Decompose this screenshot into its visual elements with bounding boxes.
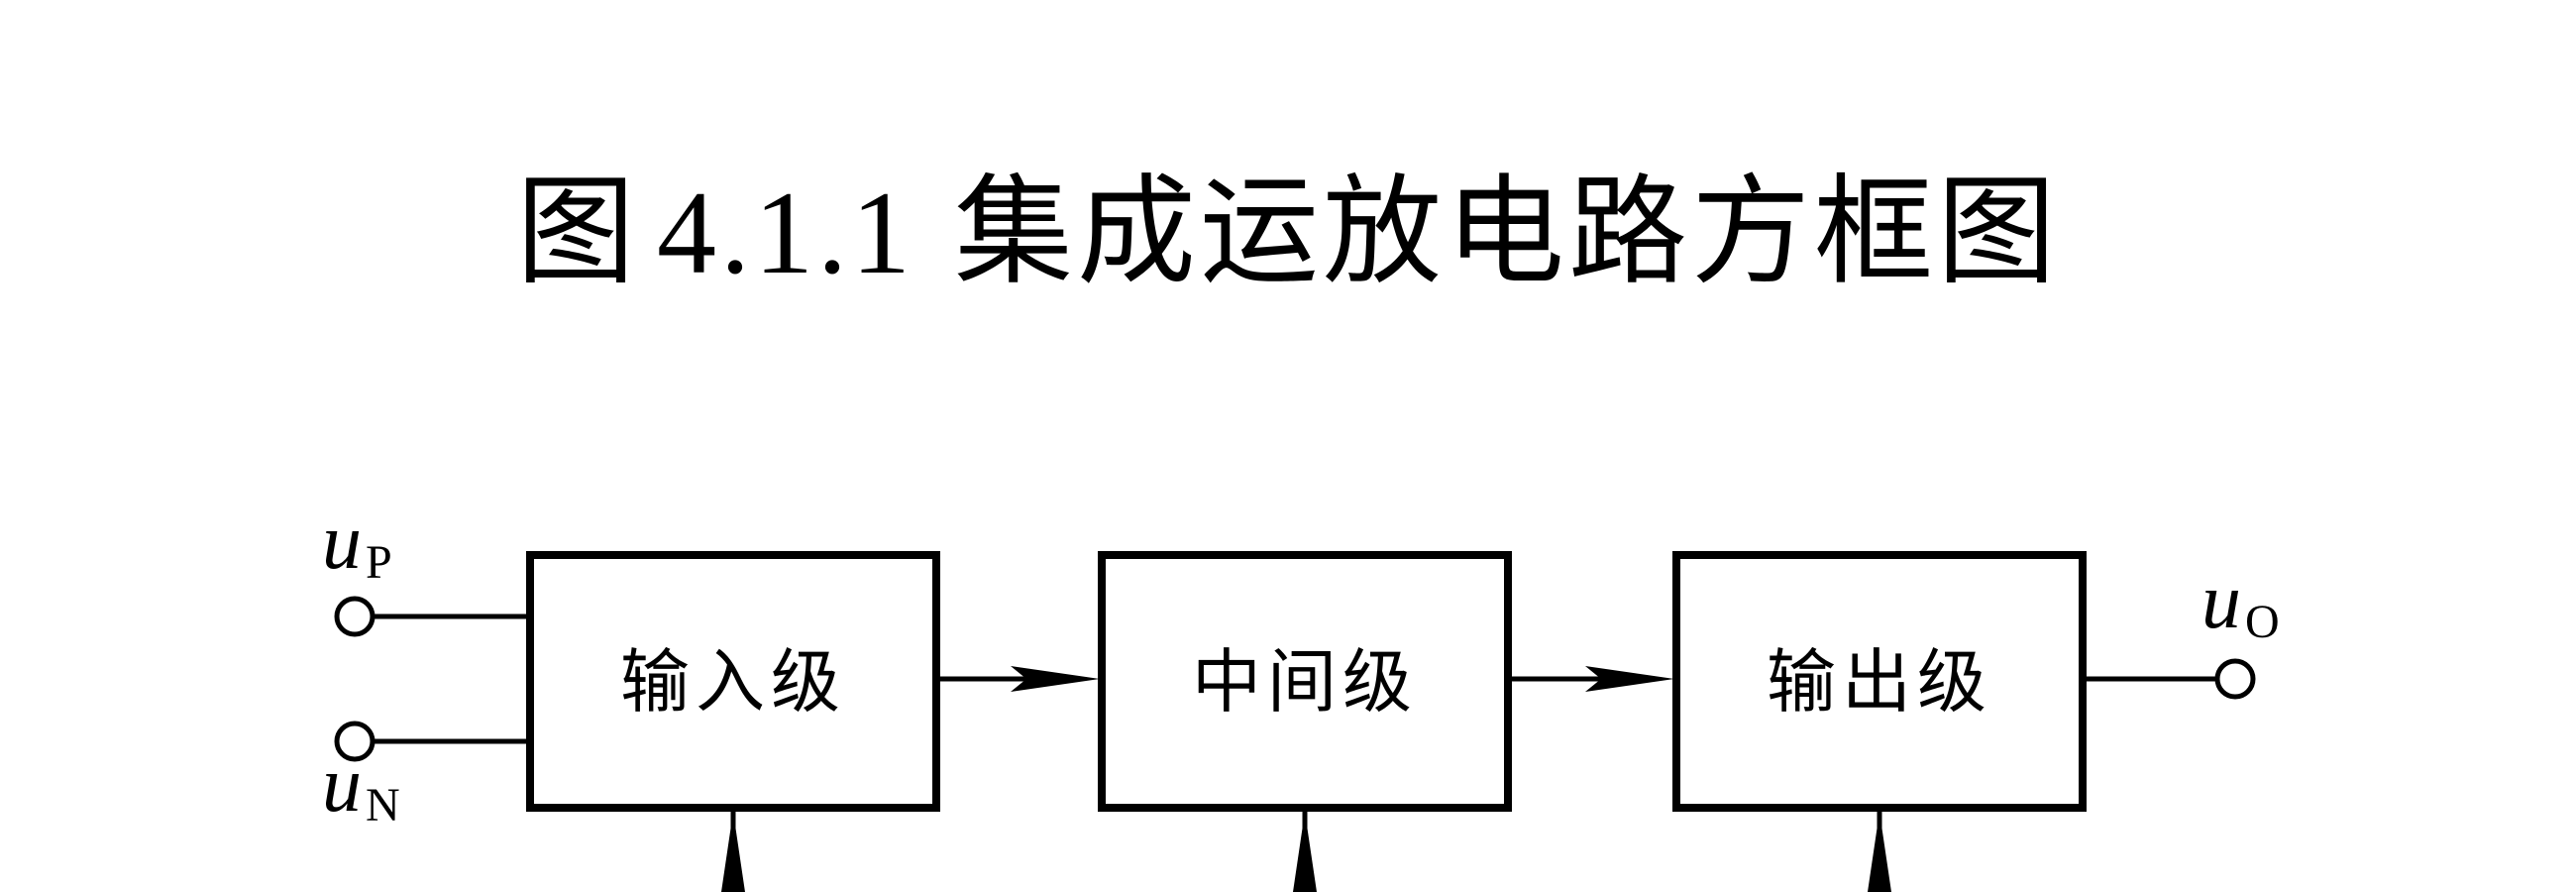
- un-label: uN: [322, 741, 400, 832]
- middle-stage-label: 中间级: [1192, 641, 1418, 723]
- up-symbol: u: [322, 499, 362, 586]
- up-label: uP: [322, 499, 392, 589]
- uo-label: uO: [2201, 558, 2280, 648]
- output-bias-arrow-head: [1868, 812, 1891, 892]
- input-bias-arrow-head: [721, 812, 745, 892]
- un-terminal-circle: [334, 721, 376, 762]
- arrow-input-to-middle-head: [1011, 666, 1100, 692]
- un-subscript: N: [366, 779, 400, 832]
- output-stage-label: 输出级: [1767, 641, 1992, 723]
- arrow-middle-to-output-head: [1585, 666, 1674, 692]
- input-stage-label: 输入级: [620, 641, 846, 723]
- figure-title-text: 集成运放电路方框图: [954, 164, 2060, 301]
- uo-terminal-circle: [2214, 658, 2256, 700]
- figure-title-number: 4.1.1: [657, 167, 914, 298]
- up-terminal-circle: [334, 596, 376, 637]
- uo-subscript: O: [2245, 596, 2280, 648]
- un-symbol: u: [322, 741, 362, 829]
- figure-title-prefix: 图: [516, 164, 639, 301]
- uo-symbol: u: [2201, 558, 2241, 645]
- middle-bias-arrow-head: [1293, 812, 1317, 892]
- up-subscript: P: [366, 536, 392, 589]
